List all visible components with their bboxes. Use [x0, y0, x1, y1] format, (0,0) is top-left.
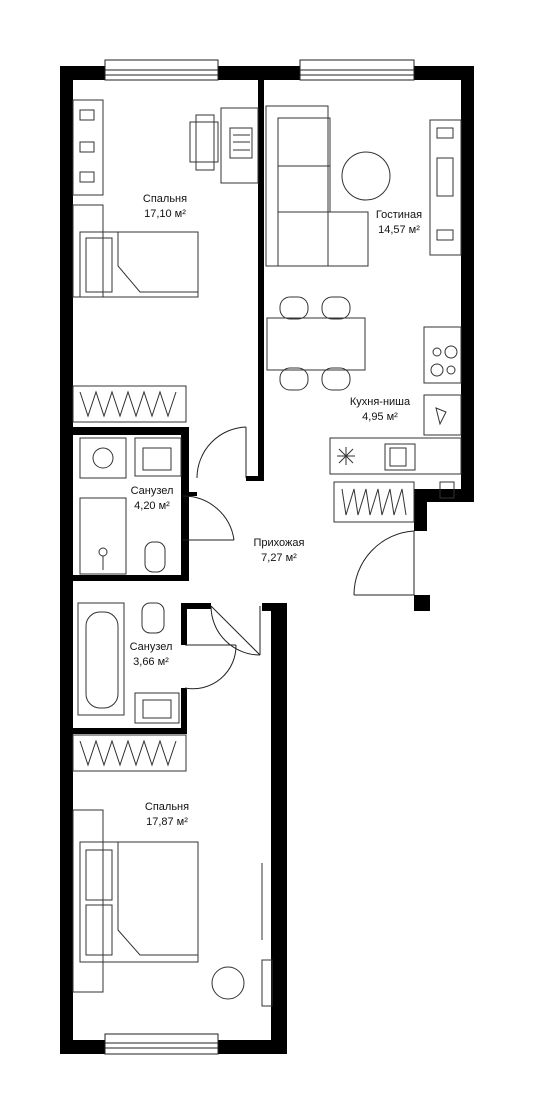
- door-swing-icon: [184, 644, 237, 690]
- toilet-icon: [144, 541, 166, 573]
- armchair-icon: [189, 114, 219, 171]
- room-area: 3,66 м²: [133, 656, 169, 668]
- door-swing-icon: [196, 426, 247, 479]
- shower-icon: [79, 497, 127, 575]
- radiator-icon: [72, 99, 104, 196]
- room-area: 4,95 м²: [362, 411, 398, 423]
- room-area: 4,20 м²: [134, 500, 170, 512]
- wardrobe-icon: [333, 481, 415, 523]
- room-label-bedroom-1: Спальня 17,10 м²: [130, 192, 200, 222]
- stool-icon: [211, 966, 245, 1000]
- sink-icon: [384, 443, 416, 471]
- door-swing-icon: [182, 495, 235, 541]
- room-name: Спальня: [144, 801, 190, 813]
- radiator-icon: [261, 863, 273, 1007]
- door-swing-icon: [210, 605, 261, 656]
- doors: [182, 426, 415, 690]
- bathtub-icon: [77, 602, 125, 716]
- coffee-table-icon: [341, 151, 391, 201]
- dining-table-icon: [266, 296, 366, 391]
- window-icon: [299, 59, 415, 81]
- stove-icon: [423, 326, 462, 384]
- furniture: [72, 99, 462, 1007]
- room-label-kitchen: Кухня-ниша 4,95 м²: [340, 395, 420, 425]
- room-name: Кухня-ниша: [349, 396, 411, 408]
- bed-icon: [72, 809, 199, 993]
- exterior-walls: [60, 66, 474, 1054]
- sink-icon: [134, 692, 180, 724]
- sink-icon: [134, 437, 182, 477]
- washing-machine-icon: [79, 437, 127, 479]
- room-label-bathroom-1: Санузел 4,20 м²: [122, 484, 182, 514]
- room-name: Санузел: [129, 641, 173, 653]
- room-area: 17,87 м²: [146, 816, 188, 828]
- door-swing-icon: [353, 530, 415, 596]
- window-icon: [104, 59, 219, 81]
- bed-icon: [72, 204, 199, 298]
- room-name: Прихожая: [253, 537, 305, 549]
- fridge-icon: [423, 394, 462, 436]
- radiator-icon: [429, 119, 462, 256]
- room-label-living: Гостиная 14,57 м²: [366, 208, 432, 238]
- room-name: Гостиная: [375, 209, 423, 221]
- wardrobe-icon: [72, 385, 187, 423]
- room-area: 14,57 м²: [378, 224, 420, 236]
- room-name: Спальня: [142, 193, 188, 205]
- sofa-icon: [265, 105, 369, 267]
- room-label-bedroom-2: Спальня 17,87 м²: [132, 800, 202, 830]
- toilet-icon: [141, 602, 165, 634]
- wardrobe-icon: [72, 734, 187, 772]
- windows: [104, 59, 415, 1055]
- room-name: Санузел: [130, 485, 174, 497]
- window-icon: [104, 1033, 219, 1055]
- room-label-bathroom-2: Санузел 3,66 м²: [121, 640, 181, 670]
- desk-icon: [220, 107, 259, 184]
- room-area: 7,27 м²: [261, 552, 297, 564]
- room-label-hallway: Прихожая 7,27 м²: [240, 536, 318, 566]
- room-area: 17,10 м²: [144, 208, 186, 220]
